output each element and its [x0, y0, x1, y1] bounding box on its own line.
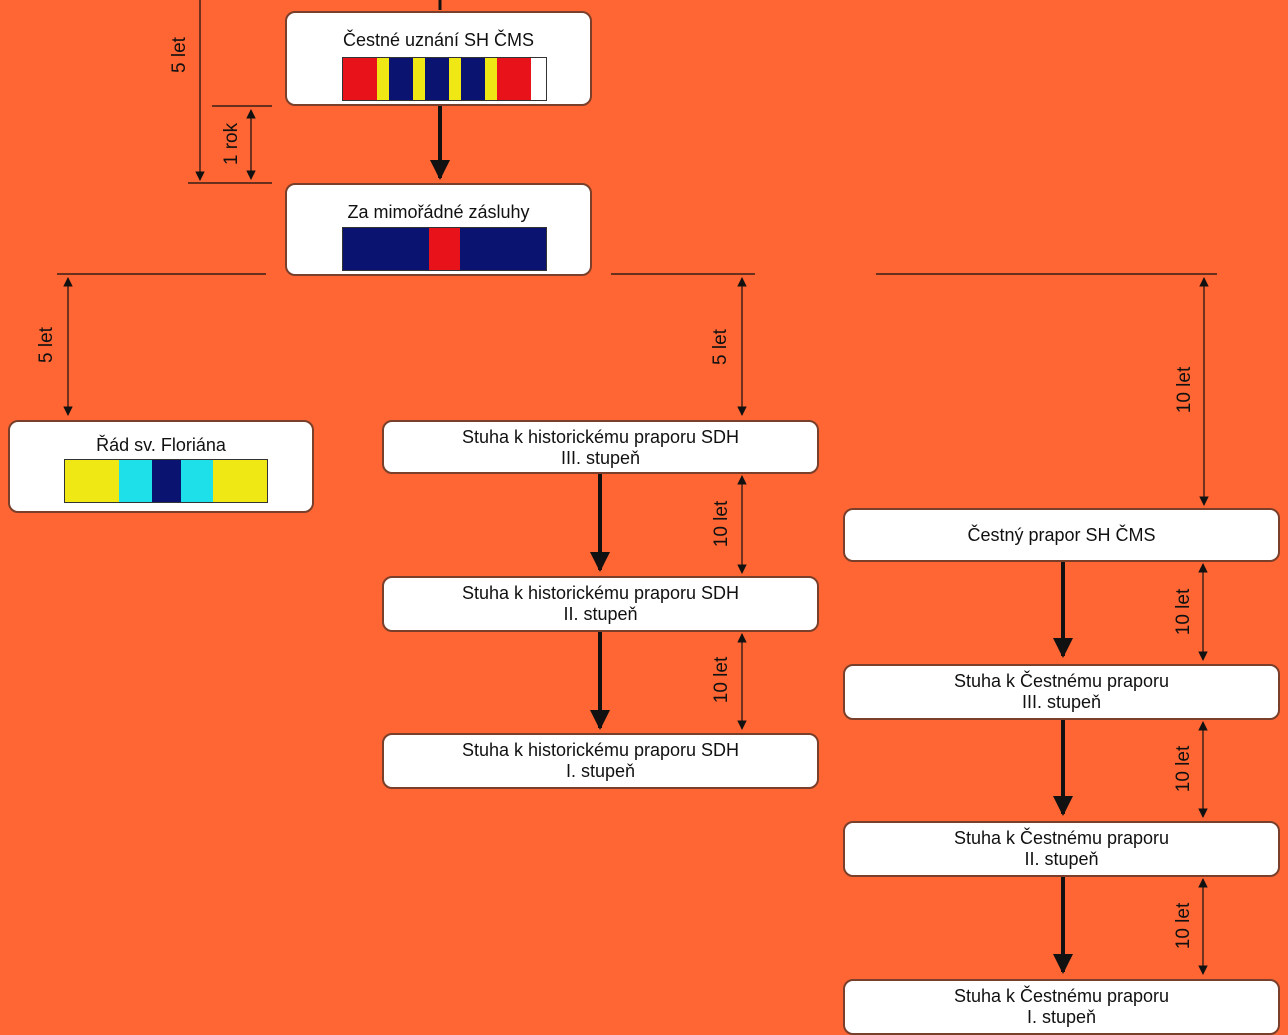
node-label-line2: III. stupeň	[560, 448, 641, 468]
node-label-line1: Stuha k Čestnému praporu	[953, 828, 1170, 848]
node-label: Řád sv. Floriána	[96, 435, 226, 455]
ribbon-stripe	[377, 58, 389, 100]
ribbon-stripe	[497, 58, 531, 100]
ribbon-stripe	[460, 228, 546, 270]
ribbon-stripe	[461, 58, 485, 100]
interval-label-cest-2-1: 10 let	[1173, 902, 1194, 950]
node-label-line2: II. stupeň	[1024, 849, 1099, 869]
node-label-line1: Stuha k Čestnému praporu	[953, 986, 1170, 1006]
node-hist-2: Stuha k historickému praporu SDH II. stu…	[382, 576, 819, 632]
node-label: Čestné uznání SH ČMS	[342, 30, 535, 50]
ribbon-stripe	[343, 58, 377, 100]
interval-label-to-prapor: 10 let	[1174, 366, 1195, 414]
node-mimoradne-zasluhy: Za mimořádné zásluhy	[285, 183, 592, 276]
node-cest-2: Stuha k Čestnému praporu II. stupeň	[843, 821, 1280, 877]
ribbon-stripe	[65, 460, 119, 502]
ribbon-stripe	[343, 228, 429, 270]
ribbon-mimoradne-zasluhy	[342, 227, 547, 271]
ribbon-stripe	[152, 460, 181, 502]
ribbon-stripe	[485, 58, 497, 100]
node-label-line1: Stuha k historickému praporu SDH	[461, 740, 740, 760]
interval-label-hist-3-2: 10 let	[711, 500, 732, 548]
ribbon-rad-floriana	[64, 459, 268, 503]
interval-label-cest-3-2: 10 let	[1173, 745, 1194, 793]
ribbon-stripe	[429, 228, 460, 270]
interval-label-cest-0-3: 10 let	[1173, 588, 1194, 636]
ribbon-stripe	[181, 460, 213, 502]
node-label-line1: Stuha k Čestnému praporu	[953, 671, 1170, 691]
node-label: Za mimořádné zásluhy	[347, 202, 530, 222]
node-label-line2: I. stupeň	[1026, 1007, 1097, 1027]
node-cest-3: Stuha k Čestnému praporu III. stupeň	[843, 664, 1280, 720]
ribbon-stripe	[449, 58, 461, 100]
node-rad-floriana: Řád sv. Floriána	[8, 420, 314, 513]
node-cestne-uznani: Čestné uznání SH ČMS	[285, 11, 592, 106]
ribbon-stripe	[425, 58, 449, 100]
node-cest-1: Stuha k Čestnému praporu I. stupeň	[843, 979, 1280, 1035]
node-label-line1: Stuha k historickému praporu SDH	[461, 583, 740, 603]
ribbon-stripe	[213, 460, 267, 502]
node-label-line1: Stuha k historickému praporu SDH	[461, 427, 740, 447]
node-label-line2: I. stupeň	[565, 761, 636, 781]
interval-label-to-florian: 5 let	[36, 327, 57, 363]
ribbon-stripe	[389, 58, 413, 100]
ribbon-cestne-uznani	[342, 57, 547, 101]
node-hist-1: Stuha k historickému praporu SDH I. stup…	[382, 733, 819, 789]
node-cestny-prapor: Čestný prapor SH ČMS	[843, 508, 1280, 562]
ribbon-stripe	[119, 460, 152, 502]
interval-label-top-left: 5 let	[169, 37, 190, 73]
node-label-line2: III. stupeň	[1021, 692, 1102, 712]
interval-label-hist-2-1: 10 let	[711, 656, 732, 704]
node-label-line2: II. stupeň	[563, 604, 638, 624]
node-hist-3: Stuha k historickému praporu SDH III. st…	[382, 420, 819, 474]
node-label: Čestný prapor SH ČMS	[967, 525, 1156, 545]
interval-label-to-hist: 5 let	[710, 329, 731, 365]
interval-label-one-year: 1 rok	[221, 122, 242, 166]
ribbon-stripe	[413, 58, 425, 100]
